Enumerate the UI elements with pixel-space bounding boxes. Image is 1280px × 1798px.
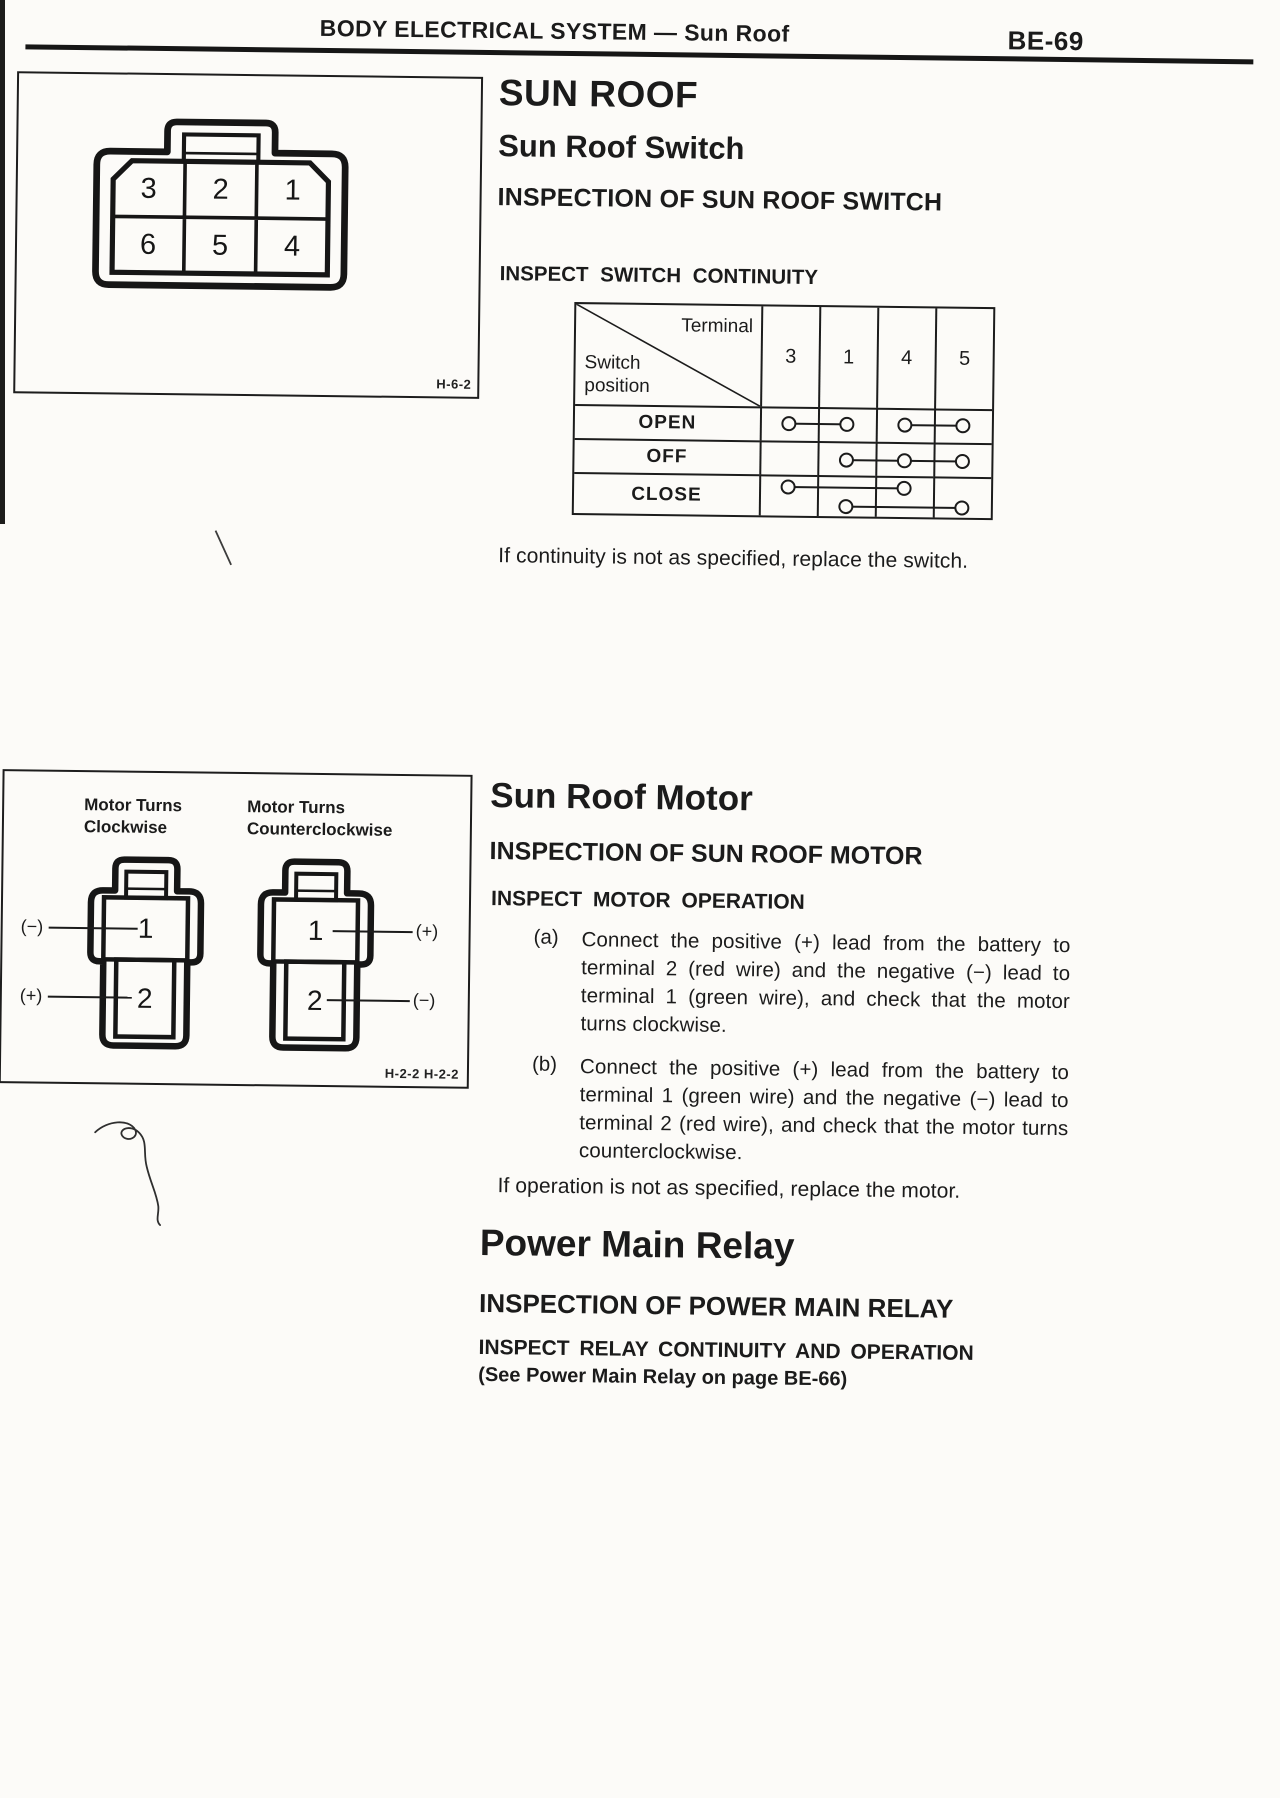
label-line: Counterclockwise xyxy=(246,819,393,840)
continuity-cell xyxy=(875,407,935,443)
polarity-negative-right: (−) xyxy=(412,990,436,1011)
inspection-heading-switch: INSPECTION OF SUN ROOF SWITCH xyxy=(497,183,943,217)
switch-position-row-label: OFF xyxy=(574,438,760,475)
section-title-sun-roof: SUN ROOF xyxy=(498,72,699,116)
subsection-title-sun-roof-switch: Sun Roof Switch xyxy=(498,128,745,167)
figure-code: H-2-2 H-2-2 xyxy=(384,1065,460,1082)
continuity-cell xyxy=(816,475,876,517)
continuity-cell xyxy=(933,408,993,444)
subsection-title-power-main-relay: Power Main Relay xyxy=(479,1221,795,1267)
corner-diagonal-line xyxy=(575,304,761,406)
motor-replace-note: If operation is not as specified, replac… xyxy=(497,1174,961,1203)
step-label: (a) xyxy=(533,925,559,949)
scan-edge-artifact xyxy=(0,0,5,524)
step-text: Connect the positive (+) lead from the b… xyxy=(578,1055,1070,1164)
inspection-heading-relay: INSPECTION OF POWER MAIN RELAY xyxy=(478,1287,954,1324)
continuity-cell xyxy=(759,440,818,476)
subsection-title-sun-roof-motor: Sun Roof Motor xyxy=(490,776,753,819)
corner-label-terminal: Terminal xyxy=(681,315,754,338)
motor-counterclockwise-label: Motor Turns Counterclockwise xyxy=(247,796,393,842)
corner-label-line2: position xyxy=(584,375,650,398)
continuity-cell xyxy=(758,474,818,517)
switch-replace-note: If continuity is not as specified, repla… xyxy=(498,544,969,573)
scan-stray-mark xyxy=(214,530,232,566)
continuity-cell xyxy=(759,406,819,442)
procedure-heading-motor-operation: INSPECT MOTOR OPERATION xyxy=(490,887,805,914)
continuity-cell xyxy=(817,441,876,476)
step-label: (b) xyxy=(531,1052,558,1076)
switch-position-row-label: OPEN xyxy=(574,404,761,441)
continuity-cell xyxy=(817,407,877,442)
procedure-heading-switch-continuity: INSPECT SWITCH CONTINUITY xyxy=(499,262,819,290)
continuity-cell xyxy=(874,475,934,518)
inspection-heading-motor: INSPECTION OF SUN ROOF MOTOR xyxy=(489,837,923,871)
motor-connector-drawing-right xyxy=(257,858,375,1052)
connector-pin-grid: 3 2 1 6 5 4 xyxy=(112,160,329,275)
terminal-column-header: 1 xyxy=(818,307,878,408)
step-text: Connect the positive (+) lead from the b… xyxy=(580,928,1071,1037)
procedure-step-b: (b) Connect the positive (+) lead from t… xyxy=(531,1053,1069,1171)
terminal-column-header: 5 xyxy=(934,308,994,410)
label-line: Motor Turns xyxy=(84,795,183,816)
polarity-negative-left: (−) xyxy=(20,916,44,937)
table-corner-cell: Terminal Switch position xyxy=(575,304,761,406)
polarity-positive-left: (+) xyxy=(19,985,43,1006)
switch-connector-figure: 3 2 1 6 5 4 H-6-2 xyxy=(13,71,484,399)
polarity-positive-right: (+) xyxy=(415,921,439,942)
corner-label-line1: Switch xyxy=(584,351,641,374)
continuity-cell xyxy=(933,442,992,478)
pen-squiggle-artifact xyxy=(94,1121,161,1226)
procedure-step-a: (a) Connect the positive (+) lead from t… xyxy=(532,926,1070,1044)
pin-cell: 4 xyxy=(283,229,301,263)
pin-cell: 1 xyxy=(284,173,301,207)
continuity-cell xyxy=(932,476,992,519)
terminal-column-header: 4 xyxy=(876,307,936,409)
pin-cell: 5 xyxy=(211,229,229,262)
continuity-cell xyxy=(875,441,934,477)
pin-cell: 3 xyxy=(140,172,157,205)
connector-shell-drawing xyxy=(92,118,349,291)
motor-clockwise-label: Motor Turns Clockwise xyxy=(84,794,182,839)
figure-code: H-6-2 xyxy=(436,376,472,392)
label-line: Motor Turns xyxy=(247,797,346,818)
switch-continuity-table: Terminal Switch position 3 1 4 5 OPEN OF… xyxy=(571,302,996,521)
motor-connector-figure: Motor Turns Clockwise 1 2 (−) (+) Motor … xyxy=(0,769,473,1089)
pin-cell: 2 xyxy=(212,173,229,206)
procedure-heading-relay-line1: INSPECT RELAY CONTINUITY AND OPERATION xyxy=(478,1335,974,1365)
label-line: Clockwise xyxy=(83,817,168,838)
six-pin-connector-diagram: 3 2 1 6 5 4 xyxy=(74,98,367,309)
pin-cell: 6 xyxy=(139,228,157,261)
corner-label-switch-position: Switch position xyxy=(584,351,650,399)
terminal-column-header: 3 xyxy=(760,306,820,408)
procedure-heading-relay-line2: (See Power Main Relay on page BE-66) xyxy=(478,1363,848,1391)
switch-position-row-label: CLOSE xyxy=(573,472,760,516)
motor-connector-drawing-left xyxy=(87,856,205,1050)
page-number: BE-69 xyxy=(1007,25,1084,57)
